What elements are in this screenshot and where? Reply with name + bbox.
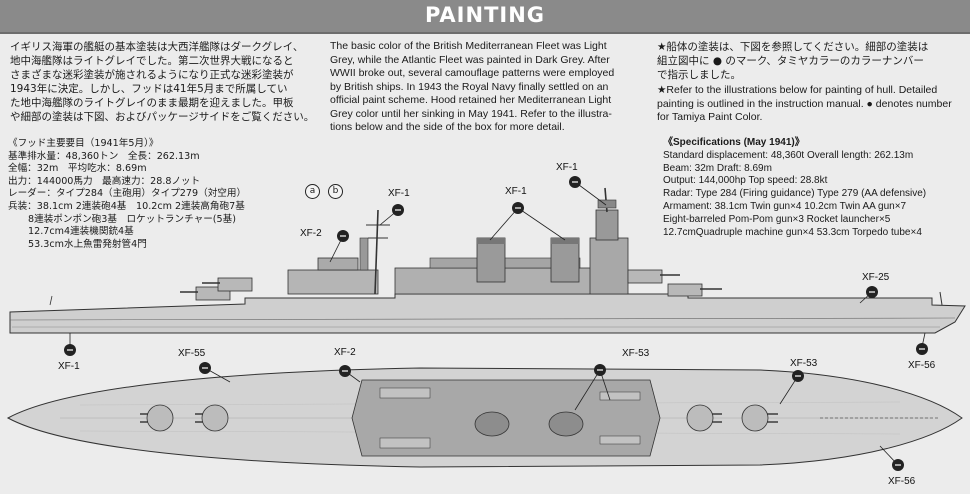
spec-en-line: Radar: Type 284 (Firing guidance) Type 2… (663, 188, 927, 200)
spec-jp-line: 8連装ポンポン砲3基 ロケットランチャー(5基) (28, 213, 236, 225)
intro-jp-line: た地中海艦隊のライトグレイのまま最期を迎えました。甲板 (10, 97, 294, 109)
callout-xf53-b: XF-53 (790, 358, 818, 369)
spec-jp-line: 出力：144000馬力 最高速力：28.8ノット (8, 175, 201, 187)
side-hull (9, 293, 966, 334)
intro-jp-line: や細部の塗装は下図、およびパッケージサイドをご覧ください。 (10, 111, 315, 123)
spec-jp-line: 兵装：38.1cm 2連装砲4基 10.2cm 2連装高角砲7基 (8, 200, 245, 212)
page-title: PAINTING (424, 3, 546, 27)
spec-jp-line: レーダー：タイプ284（主砲用）タイプ279（対空用） (8, 188, 247, 200)
callout-xf53-a: XF-53 (622, 348, 650, 359)
intro-en-line: Grey, while the Atlantic Fleet was paint… (330, 53, 610, 66)
intro-jp: イギリス海軍の艦艇の基本塗装は大西洋艦隊はダークグレイ、 地中海艦隊はライトグレ… (10, 40, 322, 124)
note-en-line: for Tamiya Paint Color. (657, 111, 763, 123)
spec-en-line: Standard displacement: 48,360t Overall l… (663, 149, 914, 161)
callout-xf2-top: XF-2 (334, 347, 356, 358)
callout-xf1-mast: XF-1 (388, 188, 410, 199)
intro-jp-line: 1943年に決定。しかし、フッドは41年5月まで所属してい (10, 83, 288, 95)
option-a-badge: a (305, 184, 320, 199)
intro-en-line: tions below and the side of the box for … (330, 121, 565, 133)
intro-jp-line: さまざまな迷彩塗装が施されるようになり正式な迷彩塗装が (10, 69, 294, 81)
callout-xf55: XF-55 (178, 348, 206, 359)
spec-jp: 《フッド主要要目（1941年5月）》 基準排水量：48,360トン 全長：262… (8, 138, 308, 251)
callout-xf56-top: XF-56 (888, 476, 916, 487)
callout-xf2-side: XF-2 (300, 228, 322, 239)
intro-jp-line: イギリス海軍の艦艇の基本塗装は大西洋艦隊はダークグレイ、 (10, 41, 304, 53)
header-banner: PAINTING (0, 0, 970, 34)
callout-xf1-tower: XF-1 (556, 162, 578, 173)
spec-en: 《Specifications (May 1941)》 Standard dis… (663, 137, 968, 239)
spec-en-line: Beam: 32m Draft: 8.69m (663, 162, 772, 174)
top-plan (6, 367, 963, 468)
note-en-line: painting is outlined in the instruction … (657, 97, 952, 110)
option-b-badge: b (328, 184, 343, 199)
intro-en-line: WWII broke out, several camouflage patte… (330, 67, 615, 79)
callout-xf1-funnels: XF-1 (505, 186, 527, 197)
spec-jp-line: 12.7cm4連装機関銃4基 (28, 226, 134, 238)
spec-jp-line: 全幅：32m 平均吃水：8.69m (8, 163, 147, 175)
intro-en: The basic color of the British Mediterra… (330, 40, 650, 135)
note-jp: ★船体の塗装は、下図を参照してください。細部の塗装は 組立図中に ● のマーク、… (657, 40, 967, 82)
spec-en-line: Eight-barreled Pom-Pom gun×3 Rocket laun… (663, 213, 891, 225)
intro-en-line: by British ships. In 1943 the Royal Navy… (330, 80, 609, 93)
note-jp-line: で指示しました。 (657, 69, 741, 81)
intro-jp-line: 地中海艦隊はライトグレイでした。第二次世界大戦になると (10, 55, 294, 67)
callout-xf56-side: XF-56 (908, 360, 936, 371)
marker-highlights (67, 181, 925, 466)
note-jp-line: 組立図中に ● のマーク、タミヤカラーのカラーナンバー (657, 55, 924, 67)
leader-lines (69, 181, 926, 466)
intro-en-line: Grey color until her sinking in May 1941… (330, 107, 612, 120)
spec-jp-line: 53.3cm水上魚雷発射管4門 (28, 238, 147, 250)
intro-en-line: official paint scheme. Hood retained her… (330, 94, 612, 106)
spec-en-line: 12.7cmQuadruple machine gun×4 53.3cm Tor… (663, 226, 922, 238)
callout-xf1-hull: XF-1 (58, 361, 80, 372)
spec-jp-line: 基準排水量：48,360トン 全長：262.13m (8, 150, 200, 162)
spec-en-line: Armament: 38.1cm Twin gun×4 10.2cm Twin … (663, 200, 907, 212)
note-en-line: ★Refer to the illustrations below for pa… (657, 84, 938, 96)
spec-en-title: 《Specifications (May 1941)》 (663, 137, 805, 148)
side-profile (9, 187, 966, 334)
note-en: ★Refer to the illustrations below for pa… (657, 84, 967, 125)
callout-xf25: XF-25 (862, 272, 890, 283)
note-jp-line: ★船体の塗装は、下図を参照してください。細部の塗装は (657, 41, 929, 53)
intro-en-line: The basic color of the British Mediterra… (330, 40, 607, 52)
spec-jp-title: 《フッド主要要目（1941年5月）》 (8, 138, 159, 149)
spec-en-line: Output: 144,000hp Top speed: 28.8kt (663, 175, 828, 187)
